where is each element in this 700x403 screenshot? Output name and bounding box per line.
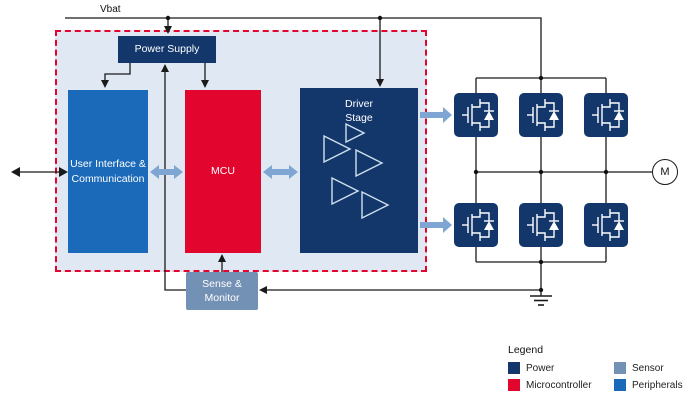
legend-item-power: Power [508,362,600,374]
legend-label-peripherals: Peripherals [632,379,683,391]
sense-monitor-block: Sense & Monitor [186,272,258,310]
igbt-transistor [584,203,628,247]
ground-icon [530,295,552,306]
legend-grid: Power Microcontroller Sensor Peripherals [508,362,700,391]
legend-label-sensor: Sensor [632,362,664,374]
motor-icon: M [652,159,678,185]
bridge-bottom-drops [475,247,607,262]
mcu-block: MCU [185,90,261,253]
driver-stage-block: Driver Stage [300,88,418,253]
vbat-label: Vbat [100,4,121,15]
legend-item-microcontroller: Microcontroller [508,379,600,391]
driver-lowside-arrow [420,217,452,233]
bridge-top-drops [475,78,607,93]
legend-swatch-power [508,362,520,374]
sense-to-supply-line [164,72,186,291]
igbt-transistor [454,93,498,137]
igbt-symbol [527,209,559,241]
legend-swatch-microcontroller [508,379,520,391]
igbt-symbol [527,99,559,131]
legend-item-sensor: Sensor [614,362,700,374]
igbt-symbol [462,99,494,131]
legend-title: Legend [508,344,544,356]
junction-dots [165,15,609,293]
legend-label-power: Power [526,362,555,374]
igbt-symbol [462,209,494,241]
igbt-transistor [519,93,563,137]
power-supply-block: Power Supply [118,36,216,63]
legend-label-microcontroller: Microcontroller [526,379,592,391]
legend-swatch-sensor [614,362,626,374]
legend: Legend Power Microcontroller Sensor Peri… [508,344,700,391]
legend-item-peripherals: Peripherals [614,379,700,391]
legend-swatch-peripherals [614,379,626,391]
amplifier-icons [323,122,390,220]
mcu-driver-bus-arrow [263,165,298,179]
igbt-transistor [584,93,628,137]
driver-highside-arrow [420,107,452,123]
igbt-transistor [454,203,498,247]
driver-stage-label: Driver Stage [345,98,373,124]
igbt-symbol [592,99,624,131]
bus-arrows [150,107,452,233]
igbt-symbol [592,209,624,241]
vbat-rail-line [65,17,542,78]
ui-mcu-bus-arrow [150,165,183,179]
user-interface-block: User Interface & Communication [68,90,148,253]
supply-to-ui-line [104,63,131,80]
igbt-transistor [519,203,563,247]
arrowheads [11,26,384,294]
